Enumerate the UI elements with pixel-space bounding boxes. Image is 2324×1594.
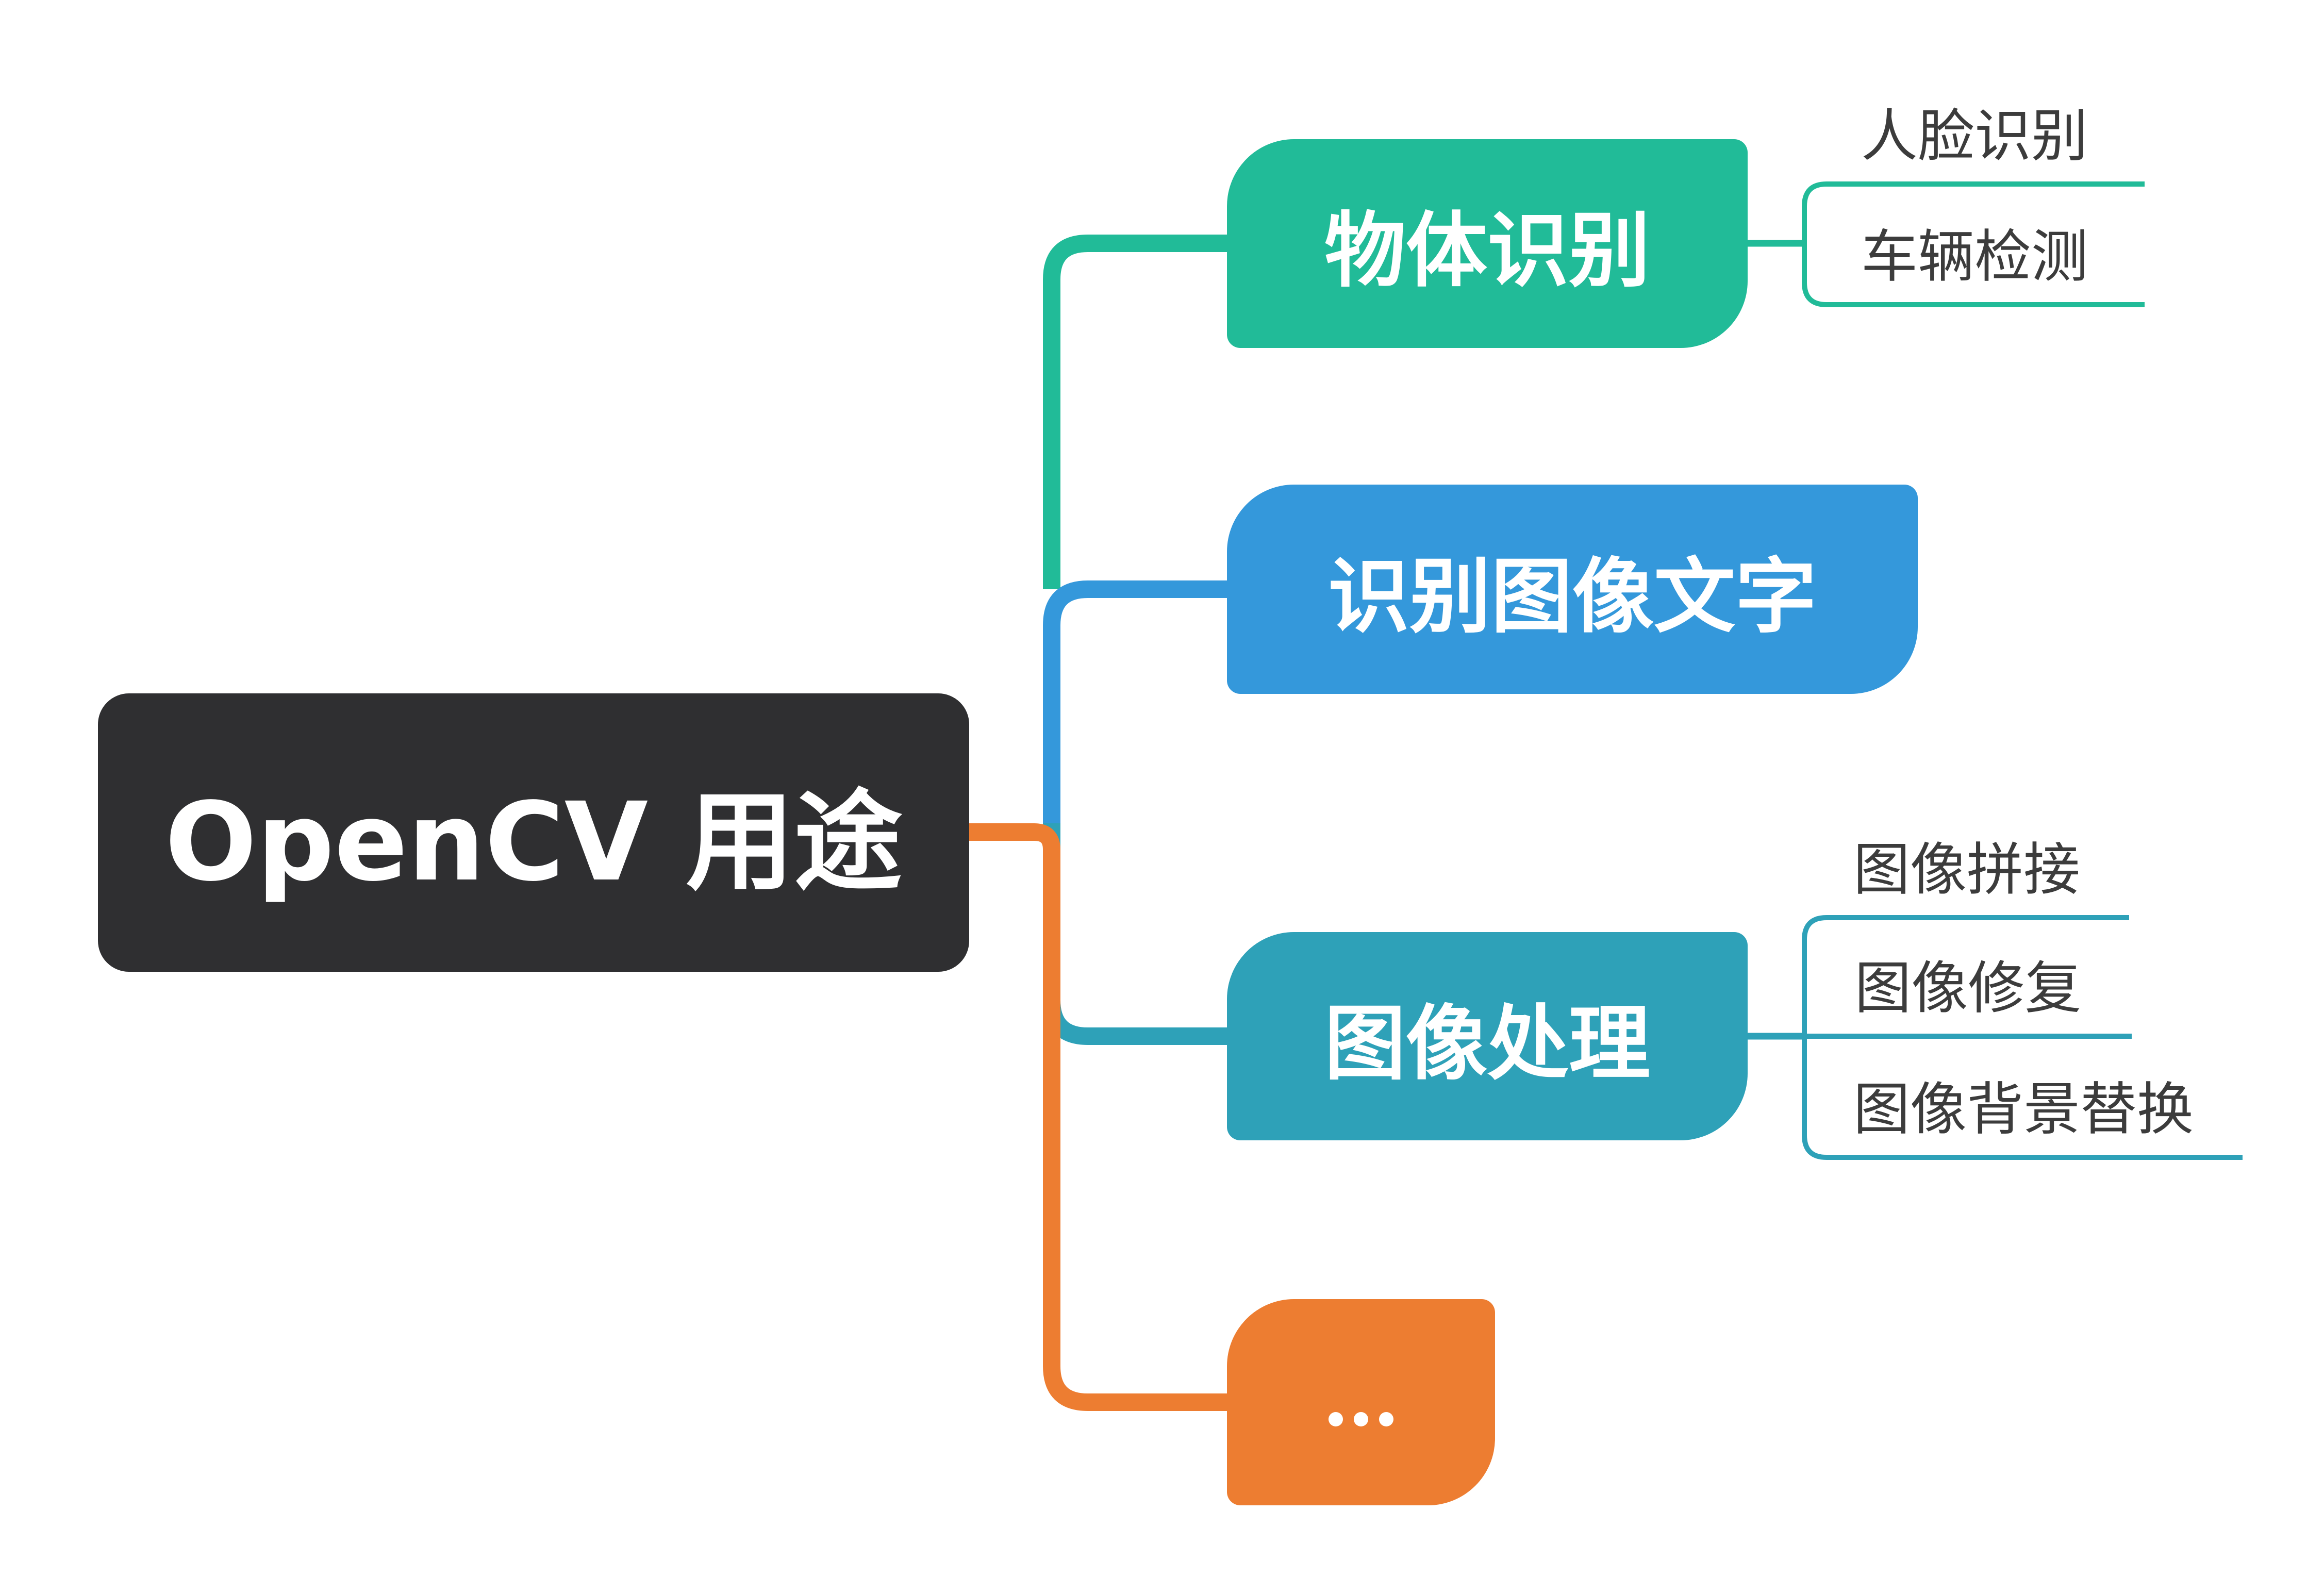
branch-line-image-processing — [1043, 823, 1232, 1045]
child-bracket-object-recognition — [1802, 181, 2145, 307]
ellipsis-dot — [1379, 1412, 1393, 1426]
topic-recognize-image-text[interactable]: 识别图像文字 — [1227, 485, 1918, 694]
child-bracket-image-processing — [1802, 915, 2243, 1160]
more-topic-label: ... — [1329, 1412, 1393, 1426]
topic-recognize-image-text-label: 识别图像文字 — [1328, 549, 1817, 644]
subtopic-face-recognition[interactable]: 人脸识别 — [1861, 103, 2088, 169]
root-topic-label: OpenCV 用途 — [164, 779, 903, 905]
ellipsis-dot — [1329, 1412, 1343, 1426]
topic-more[interactable]: ... — [1227, 1299, 1495, 1505]
topic-object-recognition-label: 物体识别 — [1324, 204, 1650, 298]
topic-image-processing-label: 图像处理 — [1324, 996, 1650, 1091]
subtopic-image-background-replace[interactable]: 图像背景替换 — [1853, 1076, 2194, 1142]
subtopic-vehicle-detection[interactable]: 车辆检测 — [1861, 224, 2088, 290]
branch-line-ocr — [1043, 580, 1232, 832]
subtopic-image-repair[interactable]: 图像修复 — [1854, 955, 2082, 1021]
subtopic-image-stitching[interactable]: 图像拼接 — [1853, 837, 2080, 903]
topic-object-recognition[interactable]: 物体识别 — [1227, 139, 1748, 348]
branch-line-object-recognition — [1043, 235, 1232, 589]
ellipsis-dot — [1354, 1412, 1368, 1426]
branch-line-more — [964, 823, 1232, 1411]
topic-image-processing[interactable]: 图像处理 — [1227, 932, 1748, 1140]
root-topic-opencv-uses[interactable]: OpenCV 用途 — [98, 693, 969, 972]
